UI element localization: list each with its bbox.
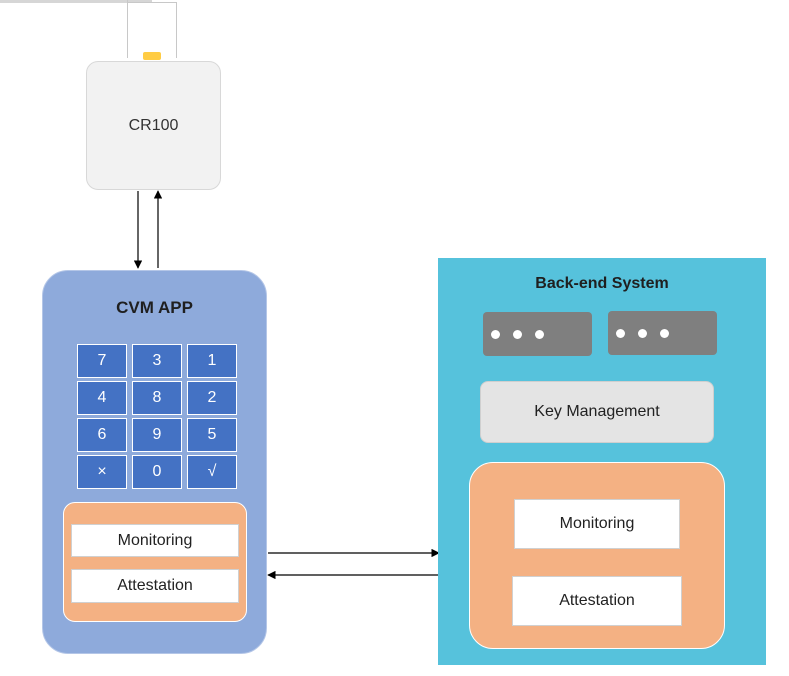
pin-display [608, 311, 717, 355]
pin-dot-icon [638, 328, 647, 338]
keypad-key[interactable]: 4 [77, 381, 127, 415]
keypad-key[interactable]: 7 [77, 344, 127, 378]
key-management-box: Key Management [480, 381, 714, 443]
cvm-attestation-label: Attestation [117, 577, 193, 594]
cable-segment [176, 2, 177, 58]
cable-segment [127, 2, 177, 3]
pin-display [483, 312, 592, 356]
keypad-key[interactable]: 8 [132, 381, 182, 415]
pin-dot-icon [491, 329, 500, 339]
keypad-key[interactable]: 5 [187, 418, 237, 452]
backend-monitoring-label: Monitoring [559, 515, 635, 532]
keypad-key[interactable]: 1 [187, 344, 237, 378]
cvm-monitoring-label: Monitoring [117, 531, 193, 549]
cvm-app-title: CVM APP [116, 298, 193, 317]
backend-attestation-label: Attestation [559, 592, 635, 609]
cable-segment [127, 0, 128, 58]
keypad-key[interactable]: 2 [187, 381, 237, 415]
card-reader-box: CR100 [86, 61, 221, 190]
keypad-key[interactable]: 9 [132, 418, 182, 452]
pin-dot-icon [535, 329, 544, 339]
chip-icon [143, 52, 161, 60]
pin-dot-icon [660, 328, 669, 338]
cable-segment [0, 0, 152, 3]
backend-title: Back-end System [535, 275, 669, 292]
keypad-key[interactable]: 6 [77, 418, 127, 452]
pin-dot-icon [513, 329, 522, 339]
keypad-key[interactable]: × [77, 455, 127, 489]
backend-monitoring-box: Monitoring [514, 499, 680, 549]
backend-attestation-box: Attestation [512, 576, 682, 626]
backend-security-panel: Monitoring Attestation [469, 462, 725, 649]
keypad-key[interactable]: 0 [132, 455, 182, 489]
cvm-attestation-box: Attestation [71, 569, 239, 603]
backend-system-container: Back-end System Key Management Monitorin… [438, 258, 766, 665]
key-management-label: Key Management [534, 403, 660, 420]
cvm-app-container: CVM APP 7 3 1 4 8 2 6 9 5 × 0 √ Monitori… [42, 270, 267, 654]
pin-dot-icon [616, 328, 625, 338]
card-reader-label: CR100 [128, 116, 179, 134]
cvm-monitoring-box: Monitoring [71, 524, 239, 557]
cvm-security-panel: Monitoring Attestation [63, 502, 247, 622]
keypad-key[interactable]: 3 [132, 344, 182, 378]
keypad-key[interactable]: √ [187, 455, 237, 489]
